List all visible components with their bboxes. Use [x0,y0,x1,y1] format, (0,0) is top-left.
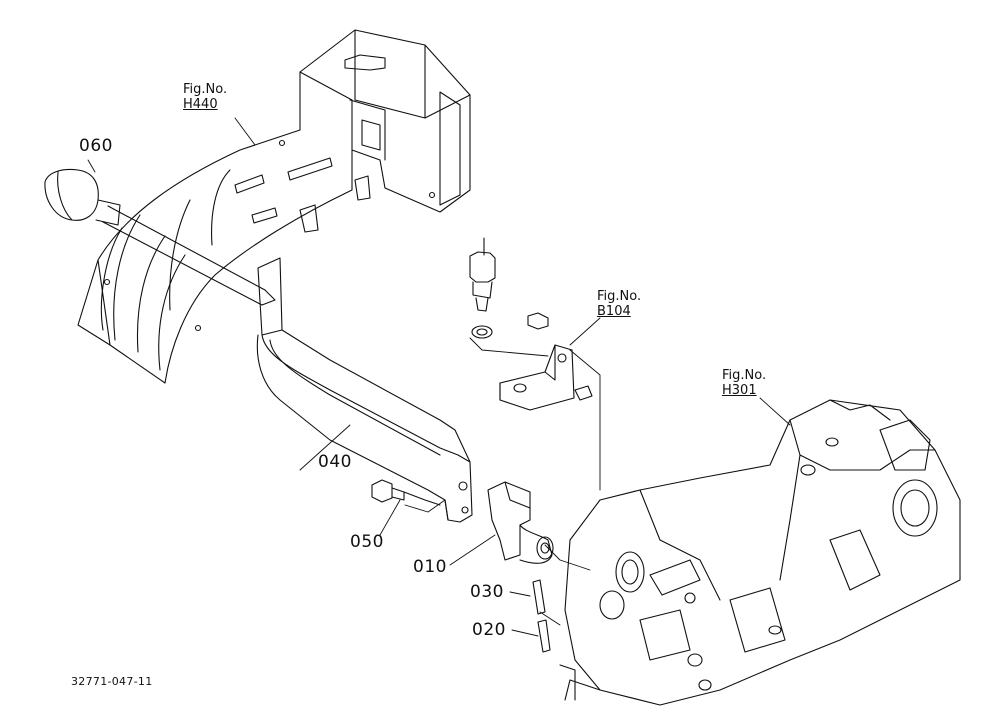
part-number-050: 050 [350,532,384,552]
fig-ref-number: B104 [597,304,631,319]
part-number-010: 010 [413,557,447,577]
fig-ref-label: Fig.No. [183,82,228,97]
hydraulic-housing [560,400,960,705]
fig-ref-number: H440 [183,97,218,112]
fig-ref-number: H301 [722,383,757,398]
drawing-code: 32771-047-11 [71,675,153,688]
switch-sensor [470,238,495,338]
part-number-060: 060 [79,136,113,156]
fig-ref-b104: Fig.No. B104 [597,289,641,319]
fig-ref-label: Fig.No. [597,289,642,304]
pins [533,580,550,652]
fig-ref-label: Fig.No. [722,368,767,383]
fig-ref-h301: Fig.No. H301 [722,368,766,398]
cam-bracket-010 [488,482,553,563]
part-number-040: 040 [318,452,352,472]
lever-knob-and-rod [45,170,275,306]
guide-plate-assembly [78,30,470,383]
sensor-bracket [500,313,592,410]
part-number-020: 020 [472,620,506,640]
bolt-050 [372,480,440,505]
lever-arm [257,258,472,522]
fig-ref-h440: Fig.No. H440 [183,82,227,112]
leader-lines [88,118,790,636]
part-number-030: 030 [470,582,504,602]
